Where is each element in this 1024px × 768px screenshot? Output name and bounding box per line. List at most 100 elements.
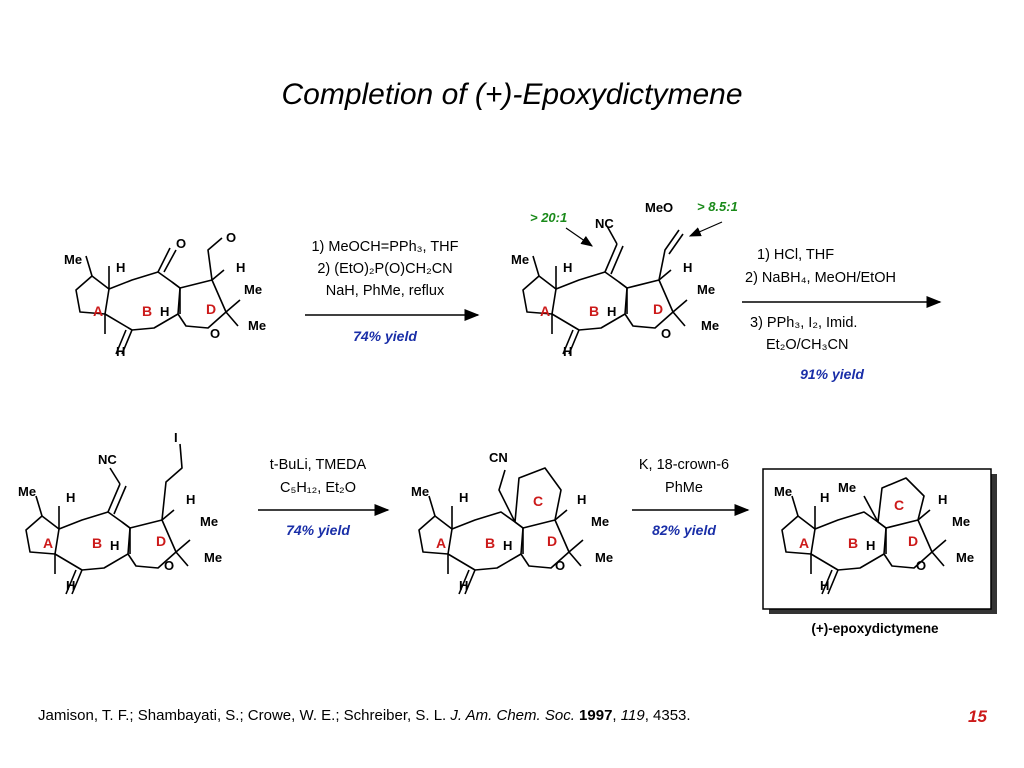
atom-label: H (236, 260, 245, 275)
step-2-line-4: Et₂O/CH₃CN (766, 337, 848, 353)
step-1-line-3: NaH, PhMe, reflux (326, 283, 445, 299)
ring-label: B (92, 535, 102, 551)
atom-label: H (866, 538, 875, 553)
nc-ratio: > 20:1 (530, 210, 567, 225)
citation-journal: J. Am. Chem. Soc. (450, 707, 575, 724)
step-3-yield: 74% yield (286, 522, 350, 538)
molecule-1: Me H H H O O H Me Me O A B D (64, 230, 266, 359)
atom-label: H (503, 538, 512, 553)
ring-label: D (653, 301, 663, 317)
atom-label: H (820, 578, 829, 593)
atom-label: H (459, 490, 468, 505)
atom-label: H (66, 490, 75, 505)
atom-label: H (563, 260, 572, 275)
atom-label: Me (952, 514, 970, 529)
atom-label: Me (200, 514, 218, 529)
atom-label: O (916, 558, 926, 573)
step-3-line-2: C₅H₁₂, Et₂O (280, 480, 356, 496)
ring-label: C (894, 497, 904, 513)
ratio-arrow (688, 221, 723, 237)
atom-label: NC (98, 452, 117, 467)
step-1-conditions: 1) MeOCH=PPh₃, THF 2) (EtO)₂P(O)CH₂CN Na… (305, 239, 480, 344)
ratio-arrow (565, 227, 593, 247)
step-1-yield: 74% yield (353, 328, 417, 344)
ring-label: D (156, 533, 166, 549)
ring-label: A (540, 303, 550, 319)
citation-authors: Jamison, T. F.; Shambayati, S.; Crowe, W… (38, 707, 451, 724)
step-2-line-2: 2) NaBH₄, MeOH/EtOH (745, 270, 896, 286)
atom-label: H (459, 578, 468, 593)
atom-label: Me (411, 484, 429, 499)
atom-label: H (116, 344, 125, 359)
atom-label: Me (244, 282, 262, 297)
atom-label: Me (956, 550, 974, 565)
atom-label: H (577, 492, 586, 507)
molecule-2: Me H H H NC MeO H Me Me O A B D (511, 200, 719, 359)
atom-label: Me (248, 318, 266, 333)
atom-label: CN (489, 450, 508, 465)
selectivity-ratios: > 20:1 > 8.5:1 (530, 199, 738, 247)
atom-label: Me (595, 550, 613, 565)
step-2-yield: 91% yield (800, 366, 864, 382)
atom-label: O (226, 230, 236, 245)
atom-label: Me (774, 484, 792, 499)
step-4-line-2: PhMe (665, 480, 703, 496)
step-4-yield: 82% yield (652, 522, 716, 538)
atom-label: O (164, 558, 174, 573)
molecule-3: Me H H H NC I H Me Me O A B D (18, 430, 222, 595)
step-2-conditions: 1) HCl, THF 2) NaBH₄, MeOH/EtOH 3) PPh₃,… (742, 247, 942, 382)
atom-label: NC (595, 216, 614, 231)
product-box (762, 468, 997, 614)
step-4-line-1: K, 18-crown-6 (639, 457, 729, 473)
slide-title: Completion of (+)-Epoxydictymene (281, 78, 743, 111)
ring-label: A (436, 535, 446, 551)
atom-label: H (116, 260, 125, 275)
ring-label: A (93, 303, 103, 319)
atom-label: O (555, 558, 565, 573)
reaction-scheme: Me H H H O O H Me Me O A B D 1) MeOCH=PP… (18, 199, 997, 636)
atom-label: I (174, 430, 178, 445)
citation-volume: 119 (620, 707, 645, 724)
citation-year: 1997 (579, 707, 613, 724)
atom-label: H (820, 490, 829, 505)
ring-label: B (142, 303, 152, 319)
atom-label: Me (18, 484, 36, 499)
atom-label: Me (838, 480, 856, 495)
atom-label: H (66, 578, 75, 593)
atom-label: H (938, 492, 947, 507)
molecule-product: Me H H H Me H Me Me O A B C D (774, 477, 974, 595)
slide-number: 15 (968, 707, 987, 726)
step-3-line-1: t-BuLi, TMEDA (270, 457, 367, 473)
ring-label: D (908, 533, 918, 549)
ring-label: B (589, 303, 599, 319)
atom-label: Me (511, 252, 529, 267)
atom-label: MeO (645, 200, 673, 215)
atom-label: H (563, 344, 572, 359)
atom-label: Me (701, 318, 719, 333)
ring-label: B (848, 535, 858, 551)
meo-ratio: > 8.5:1 (697, 199, 738, 214)
atom-label: O (176, 236, 186, 251)
atom-label: Me (591, 514, 609, 529)
citation: Jamison, T. F.; Shambayati, S.; Crowe, W… (38, 707, 691, 724)
ring-label: B (485, 535, 495, 551)
step-2-line-1: 1) HCl, THF (757, 247, 834, 263)
step-1-line-1: 1) MeOCH=PPh₃, THF (311, 239, 458, 255)
ring-label: D (547, 533, 557, 549)
step-4-conditions: K, 18-crown-6 PhMe 82% yield (632, 457, 750, 538)
atom-label: H (110, 538, 119, 553)
atom-label: H (186, 492, 195, 507)
citation-pages: , 4353. (644, 707, 691, 724)
atom-label: H (683, 260, 692, 275)
ring-label: C (533, 493, 543, 509)
atom-label: Me (204, 550, 222, 565)
atom-label: O (661, 326, 671, 341)
atom-label: H (160, 304, 169, 319)
step-2-line-3: 3) PPh₃, I₂, Imid. (750, 315, 857, 331)
ring-label: D (206, 301, 216, 317)
molecule-4: Me H H H CN H Me Me O A B C D (411, 450, 613, 595)
ring-label: A (43, 535, 53, 551)
ring-label: A (799, 535, 809, 551)
step-3-conditions: t-BuLi, TMEDA C₅H₁₂, Et₂O 74% yield (258, 457, 390, 538)
atom-label: Me (697, 282, 715, 297)
